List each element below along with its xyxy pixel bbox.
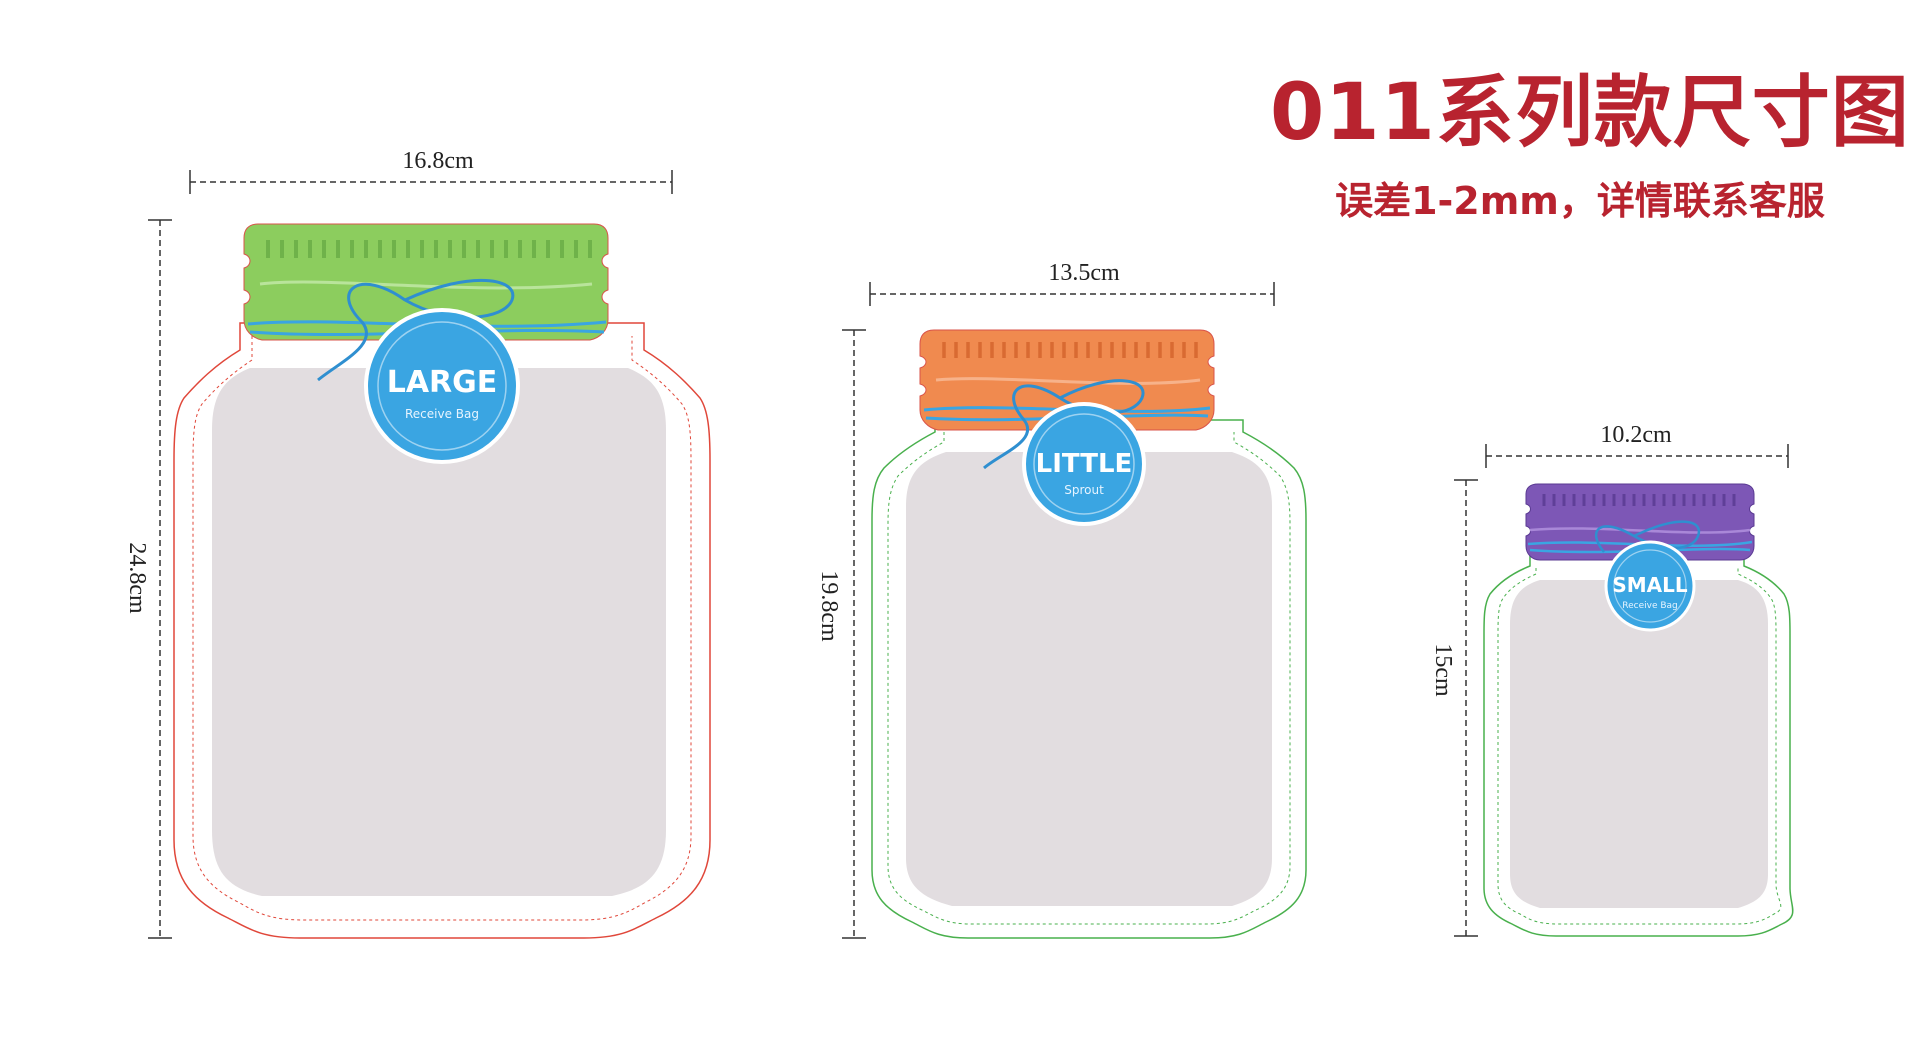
page-subtitle: 误差1-2mm，详情联系客服 xyxy=(1335,179,1825,223)
large-size-tag xyxy=(364,308,520,464)
small-tag-label: SMALL xyxy=(1612,573,1688,597)
little-size-tag xyxy=(1022,402,1146,526)
little-jar: LITTLE Sprout 13.5cm 19.8cm xyxy=(816,260,1307,939)
small-height-label: 15cm xyxy=(1430,643,1456,697)
little-tag-label: LITTLE xyxy=(1036,449,1133,479)
small-size-tag xyxy=(1604,540,1696,632)
large-tag-sublabel: Receive Bag xyxy=(405,407,479,421)
small-jar: SMALL Receive Bag 10.2cm 15cm xyxy=(1430,422,1794,937)
small-jar-window xyxy=(1510,580,1768,908)
large-width-label: 16.8cm xyxy=(402,148,474,174)
small-tag-sublabel: Receive Bag xyxy=(1622,601,1678,611)
little-jar-window xyxy=(906,452,1272,906)
page-title: 011系列款尺寸图 xyxy=(1270,68,1910,158)
little-width-label: 13.5cm xyxy=(1048,260,1120,286)
large-jar: LARGE Receive Bag 16.8cm 24.8cm xyxy=(124,148,711,939)
large-height-label: 24.8cm xyxy=(124,542,150,614)
large-tag-label: LARGE xyxy=(387,365,498,400)
large-jar-lid xyxy=(243,223,609,341)
little-height-label: 19.8cm xyxy=(816,570,842,642)
large-jar-window xyxy=(212,368,666,896)
little-tag-sublabel: Sprout xyxy=(1064,483,1104,497)
small-width-label: 10.2cm xyxy=(1600,422,1672,448)
